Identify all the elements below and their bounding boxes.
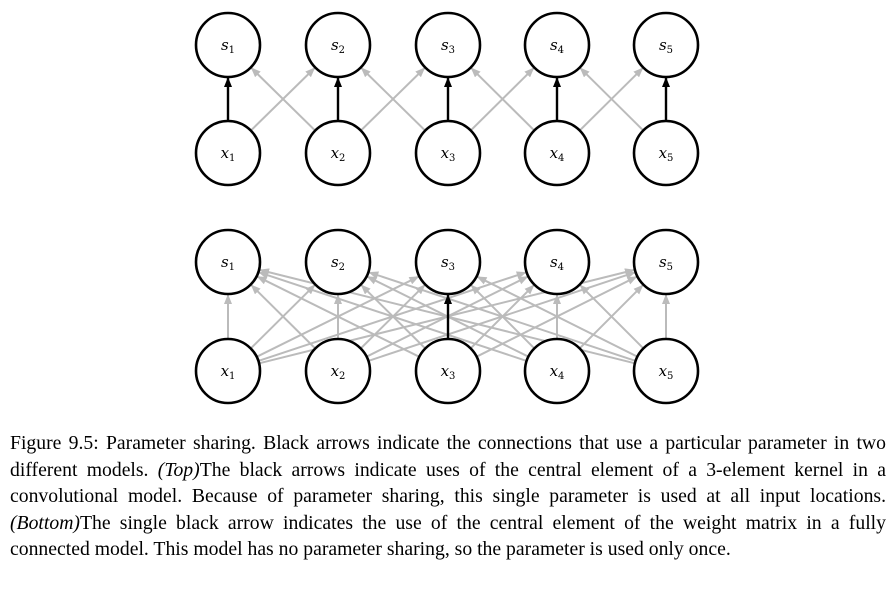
node-subscript: 5 (667, 153, 673, 164)
node-circle (304, 228, 372, 296)
edge-x4-s1 (258, 271, 527, 362)
edge-x3-s2 (360, 67, 426, 132)
top-output-node-s2: s2 (304, 11, 372, 79)
caption-bottom-label: (Bottom) (10, 511, 80, 534)
bottom-input-node-x2: x2 (304, 337, 372, 405)
node-circle (632, 337, 700, 405)
bottom-output-node-s3: s3 (414, 228, 482, 296)
top-input-node-x2: x2 (304, 119, 372, 187)
bottom-output-node-s2: s2 (304, 228, 372, 296)
node-circle (304, 337, 372, 405)
node-circle (194, 337, 262, 405)
edge-x3-s1 (256, 275, 420, 358)
caption-top-description: The black arrows indicate uses of the ce… (10, 458, 886, 508)
edge-x5-s3 (476, 275, 638, 358)
edge-x5-s4 (579, 284, 645, 350)
top-output-node-s1: s1 (194, 11, 262, 79)
node-circle (194, 119, 262, 187)
node-subscript: 5 (667, 262, 673, 273)
node-circle (194, 11, 262, 79)
node-subscript: 3 (449, 45, 455, 56)
node-subscript: 4 (558, 45, 564, 56)
node-subscript: 3 (449, 371, 455, 382)
node-circle (523, 119, 591, 187)
node-circle (632, 11, 700, 79)
bottom-input-node-x5: x5 (632, 337, 700, 405)
edge-x2-s1 (250, 67, 316, 132)
top-input-node-x3: x3 (414, 119, 482, 187)
node-circle (523, 228, 591, 296)
bottom-output-node-s4: s4 (523, 228, 591, 296)
top-output-node-s4: s4 (523, 11, 591, 79)
node-circle (304, 119, 372, 187)
node-subscript: 5 (667, 45, 673, 56)
node-circle (414, 337, 482, 405)
node-subscript: 3 (449, 153, 455, 164)
top-model-nodes: s1 s2 s3 s4 s5 x1 x2 x3 x4 x5 (194, 11, 700, 187)
node-circle (523, 11, 591, 79)
node-subscript: 1 (229, 371, 235, 382)
node-subscript: 1 (229, 45, 235, 56)
bottom-input-node-x3: x3 (414, 337, 482, 405)
node-circle (632, 228, 700, 296)
bottom-output-node-s1: s1 (194, 228, 262, 296)
bottom-model-edges (224, 268, 670, 365)
node-subscript: 1 (229, 153, 235, 164)
node-circle (414, 119, 482, 187)
node-subscript: 4 (558, 153, 564, 164)
top-input-node-x4: x4 (523, 119, 591, 187)
node-circle (304, 11, 372, 79)
edge-x2-s1 (250, 284, 317, 350)
bottom-input-node-x4: x4 (523, 337, 591, 405)
top-output-node-s5: s5 (632, 11, 700, 79)
top-input-node-x5: x5 (632, 119, 700, 187)
node-circle (194, 228, 262, 296)
bottom-input-node-x1: x1 (194, 337, 262, 405)
edge-x5-s4 (579, 67, 645, 132)
node-circle (414, 228, 482, 296)
node-subscript: 2 (339, 262, 345, 273)
figure-caption: Figure 9.5: Parameter sharing. Black arr… (10, 430, 886, 563)
node-subscript: 2 (339, 153, 345, 164)
edge-x5-s2 (368, 271, 636, 362)
bottom-output-node-s5: s5 (632, 228, 700, 296)
node-circle (632, 119, 700, 187)
parameter-sharing-diagram: s1 s2 s3 s4 s5 x1 x2 x3 x4 x5 s1 s2 s3 s4 s5 x1 x2 x3 x4 x… (194, 11, 700, 405)
node-subscript: 3 (449, 262, 455, 273)
edge-x4-s3 (470, 67, 536, 132)
node-subscript: 4 (558, 371, 564, 382)
node-subscript: 5 (667, 371, 673, 382)
node-circle (414, 11, 482, 79)
node-subscript: 2 (339, 371, 345, 382)
top-model-edges (224, 67, 670, 132)
caption-bottom-description: The single black arrow indicates the use… (10, 511, 886, 561)
node-circle (523, 337, 591, 405)
node-subscript: 2 (339, 45, 345, 56)
node-subscript: 1 (229, 262, 235, 273)
caption-top-label: (Top) (157, 458, 200, 481)
node-subscript: 4 (558, 262, 564, 273)
bottom-model-nodes: s1 s2 s3 s4 s5 x1 x2 x3 x4 x5 (194, 228, 700, 405)
top-input-node-x1: x1 (194, 119, 262, 187)
top-output-node-s3: s3 (414, 11, 482, 79)
caption-intro: Figure 9.5: Parameter sharing. Black arr… (10, 432, 886, 481)
